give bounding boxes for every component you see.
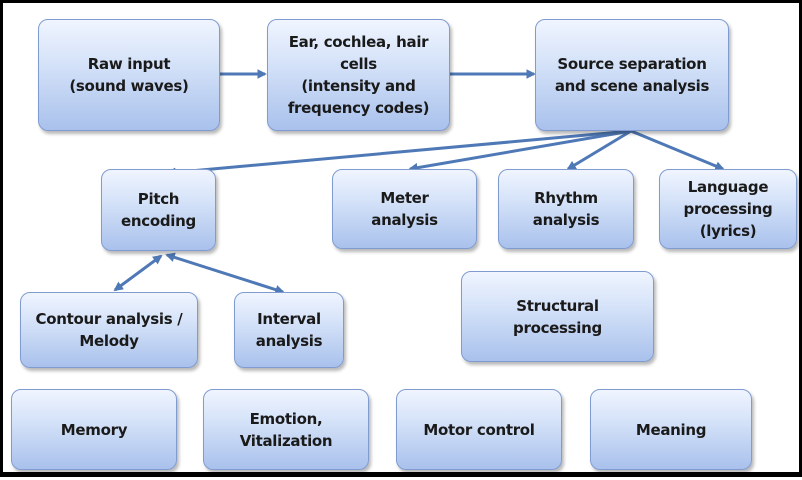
memory-label: Memory	[60, 420, 128, 439]
source-separation-label: Source separation and scene analysis	[554, 55, 710, 95]
arrows-layer	[113, 69, 725, 295]
arrow-source-to-language	[630, 129, 725, 171]
pitch-encoding-label: Pitch encoding	[121, 190, 196, 230]
contour-analysis-box: Contour analysis / Melody	[20, 292, 198, 368]
arrow-source-to-rhythm	[566, 129, 632, 171]
structural-processing-label: Structural processing	[513, 296, 602, 337]
emotion-box: Emotion, Vitalization	[203, 389, 369, 470]
meaning-box: Meaning	[590, 389, 752, 470]
rhythm-analysis-label: Rhythm analysis	[532, 189, 600, 229]
arrow-pitch-contour	[113, 254, 163, 292]
arrow-source-to-meter	[408, 129, 632, 173]
rhythm-analysis-box: Rhythm analysis	[498, 169, 634, 249]
source-separation-box: Source separation and scene analysis	[535, 19, 729, 131]
language-processing-label: Language processing (lyrics)	[683, 178, 773, 240]
motor-control-label: Motor control	[423, 420, 535, 439]
motor-control-box: Motor control	[396, 389, 562, 470]
contour-analysis-label: Contour analysis / Melody	[35, 310, 183, 350]
interval-analysis-box: Interval analysis	[234, 292, 344, 368]
meter-analysis-label: Meter analysis	[371, 189, 438, 229]
emotion-label: Emotion, Vitalization	[239, 409, 333, 450]
meter-analysis-box: Meter analysis	[332, 169, 477, 249]
raw-input-label: Raw input (sound waves)	[69, 55, 189, 95]
structural-processing-box: Structural processing	[461, 271, 654, 362]
ear-cochlea-box: Ear, cochlea, hair cells (intensity and …	[267, 19, 450, 131]
meaning-label: Meaning	[635, 420, 707, 439]
pitch-encoding-box: Pitch encoding	[101, 169, 216, 251]
arrow-source-to-pitch	[166, 129, 632, 178]
ear-cochlea-label: Ear, cochlea, hair cells (intensity and …	[287, 33, 430, 117]
raw-input-box: Raw input (sound waves)	[38, 19, 220, 131]
memory-box: Memory	[11, 389, 177, 470]
language-processing-box: Language processing (lyrics)	[659, 169, 797, 249]
arrow-pitch-interval	[165, 252, 285, 295]
interval-analysis-label: Interval analysis	[255, 310, 323, 350]
